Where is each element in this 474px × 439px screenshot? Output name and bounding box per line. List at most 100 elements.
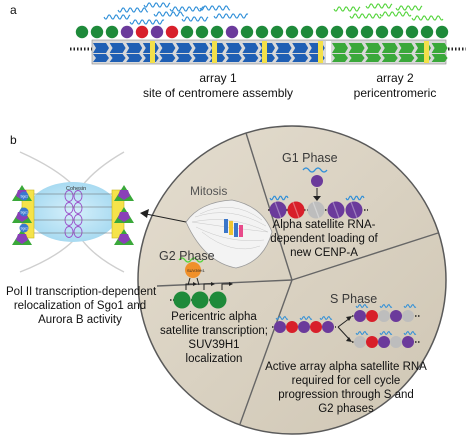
alpha-satellite-rna [199,5,231,11]
array2-caption: array 2 pericentromeric [340,71,450,101]
pericentromeric-rna [365,3,393,9]
alpha-satellite-rna [103,14,131,20]
nucleosome [173,291,191,309]
g2-desc-line: localization [185,353,243,365]
nucleosome-shading [292,201,300,219]
nucleosome [360,25,374,39]
g1-desc-line: new CENP-A [290,247,358,259]
nucleosome [354,310,366,322]
transcription-start-arrowhead [229,282,233,286]
repeat-arrow [348,54,365,62]
hor-marker [424,41,429,63]
suv39h1-label: SUV39H1 [187,268,206,273]
nucleosome [390,336,402,348]
nucleosome [195,25,209,39]
nucleosome [402,336,414,348]
repeat-arrow [109,54,126,62]
nucleosome [390,25,404,39]
nucleosome [354,336,366,348]
pericentromeric-rna [333,6,361,12]
s-title: S Phase [330,292,378,306]
nucleosome [269,201,287,219]
array1-title: array 1 [199,71,237,85]
hor-marker [150,41,155,63]
g2-nucleosomes [173,282,233,309]
nucleosome [90,25,104,39]
nucleosome [307,201,325,219]
repeat-arrow [431,43,448,53]
sgo1 [19,207,29,217]
g1-title: G1 Phase [282,151,338,165]
cohesin-ring [64,202,74,214]
alpha-satellite-rna [169,6,205,12]
left-caption: Pol II transcription-dependent relocaliz… [6,285,156,327]
nucleosome [274,321,286,333]
transcription-start-arrowhead [211,282,215,286]
repeat-arrow [176,54,192,62]
panel-b-label: b [10,133,17,147]
nucleosome [135,25,149,39]
s-phase-illustration [272,303,420,348]
repeat-arrow [275,43,292,53]
transcription-start-arrow [203,283,211,290]
array1-subtitle: site of centromere assembly [143,86,294,100]
nucleosome [330,25,344,39]
nucleosome [375,25,389,39]
left-caption-line: Aurora B activity [38,314,122,326]
hor-marker [262,41,267,63]
g2-desc-line: SUV39H1 [188,339,240,351]
nucleosome [191,291,209,309]
arrow-mitosis-to-inset [140,209,187,223]
repeat-arrow [398,43,415,53]
nucleosome [298,321,310,333]
repeat-arrow [398,54,415,62]
repeat-arrow [431,54,448,62]
repeat-arrow [159,43,176,53]
cohesin-ring [64,190,74,202]
repeat-arrow [365,54,382,62]
nucleosome [75,25,89,39]
g1-rna [302,167,328,173]
s-rna [319,315,333,321]
suv39h1-enzyme [185,262,201,278]
g1-rna [345,195,365,201]
g2-description: Pericentric alpha satellite transcriptio… [154,310,274,366]
g1-nucleosomes [269,195,365,219]
nucleosome [322,321,334,333]
nucleosome [327,201,345,219]
transcription-start-arrow [185,283,193,290]
nucleosome [310,321,322,333]
s-rna [355,330,369,336]
nucleosome [420,25,434,39]
g1-rna [269,195,289,201]
nucleosome [315,25,329,39]
repeat-arrow [109,43,126,53]
s-desc-line: G2 phases [318,403,374,415]
rna-transcripts [103,2,444,25]
nucleosome [150,25,164,39]
nucleosome [286,321,298,333]
nucleosome-row [75,25,449,39]
alpha-satellite-rna [117,7,149,13]
metaphase-chromosomes [224,219,243,237]
s-rna [275,315,289,321]
sgo1-label: Sgo1 [21,195,29,199]
sgo1-label: Sgo1 [21,227,29,231]
nucleosome [240,25,254,39]
nucleosome-shading [312,201,320,219]
repeat-arrows [93,41,448,63]
transcription-start-arrow [221,283,229,290]
nucleosome [180,25,194,39]
s-rna [379,330,393,336]
cohesin-ring [73,190,83,202]
nucleosome [366,336,378,348]
nucleosome [300,25,314,39]
g2-desc-line: Pericentric alpha [171,311,257,323]
s-desc-line: progression through S and [278,389,414,401]
repeat-arrow [93,43,109,53]
repeat-arrow [192,54,209,62]
repeat-arrow [176,43,192,53]
nucleosome [210,25,224,39]
